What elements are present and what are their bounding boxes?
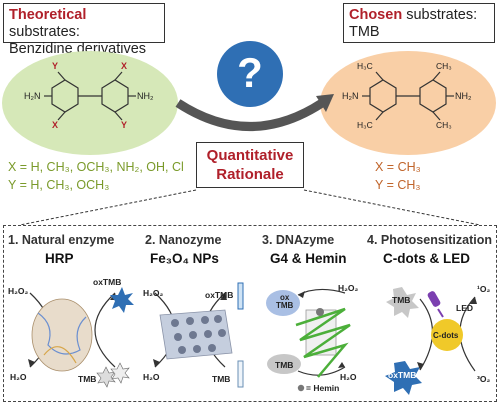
right-me-tr: CH₃ (436, 61, 452, 71)
panel-4-sub: C-dots & LED (383, 251, 470, 266)
panel-1-br: TMB (78, 374, 97, 384)
panel-3-sub: G4 & Hemin (270, 251, 347, 266)
theoretical-label-rest: substrates: (9, 24, 80, 40)
left-y-substituents: Y = H, CH₃, OCH₃ (8, 178, 110, 192)
panel-2-tr: oxTMB (205, 290, 234, 300)
panel-3-tr: H₂O₂ (338, 283, 359, 293)
panel-2-sub: Fe₃O₄ NPs (150, 251, 219, 266)
panel-2-tl: H₂O₂ (143, 288, 164, 298)
vial-blue (237, 282, 244, 310)
hemin-legend: = Hemin (306, 383, 340, 393)
panel-3-bl: TMB (275, 360, 294, 370)
panels-drawing (28, 282, 477, 395)
panel-1-title: 1. Natural enzyme (8, 233, 115, 247)
theoretical-substrates-box: Theoretical substrates: Benzidine deriva… (3, 3, 165, 57)
quantitative-rationale-box: Quantitative Rationale (196, 142, 304, 188)
panel-1-sub: HRP (45, 251, 74, 266)
panel-3-br: H₂O (340, 372, 357, 382)
panel-4-bl: oxTMB (388, 370, 417, 380)
methods-panel (3, 225, 497, 402)
vial-clear (237, 360, 244, 388)
left-amine-left: H₂N (24, 91, 41, 101)
panel-1-tl: H₂O₂ (8, 286, 29, 296)
left-molecule (44, 71, 136, 121)
chosen-line2: TMB (349, 24, 380, 40)
curved-arrow (175, 99, 325, 131)
tmb-star-2 (110, 362, 130, 384)
left-molecule-ellipse (2, 51, 178, 155)
right-me-br: CH₃ (436, 120, 452, 130)
cdots-circle (431, 319, 463, 351)
curved-arrow-head (316, 94, 334, 112)
left-x-top: X (121, 61, 128, 71)
right-molecule (362, 71, 454, 121)
dashed-line-left (19, 189, 197, 225)
panel-2-br: TMB (212, 374, 231, 384)
question-mark: ? (237, 49, 263, 96)
rationale-line2: Rationale (216, 166, 284, 183)
cdots-label: C-dots (433, 331, 459, 340)
question-circle (217, 41, 283, 107)
left-x-substituents: X = H, CH₃, OCH₃, NH₂, OH, Cl (8, 160, 184, 174)
chosen-label: Chosen (349, 7, 403, 23)
panel-1-tr: oxTMB (93, 277, 122, 287)
hrp-protein (31, 298, 93, 372)
right-molecule-ellipse (320, 51, 496, 155)
right-me-tl: H₃C (357, 61, 373, 71)
panel-4-title: 4. Photosensitization (367, 233, 493, 247)
oxtmb-star-panel4 (385, 361, 422, 395)
panel-1-bl: H₂O (10, 372, 27, 382)
panel-3-drawing (266, 288, 351, 392)
panel-2-drawing (153, 282, 244, 388)
right-y-substituents: Y = CH₃ (375, 178, 421, 192)
top-diagram (2, 41, 496, 225)
panel-4-tl: TMB (392, 295, 411, 305)
left-x-bottom: X (52, 120, 59, 130)
chosen-label-rest: substrates: (402, 7, 478, 23)
panel-3-title: 3. DNAzyme (262, 233, 335, 247)
panel-2-title: 2. Nanozyme (145, 233, 222, 247)
oxtmb-bubble (266, 290, 300, 316)
right-me-bl: H₃C (357, 120, 373, 130)
hemin-dot (297, 384, 305, 392)
led-label: LED (456, 303, 473, 313)
right-amine-right: NH₂ (455, 91, 472, 101)
oxtmb-star (110, 287, 134, 313)
chosen-substrates-box: Chosen substrates: TMB (343, 3, 495, 43)
dashed-line-right (303, 189, 481, 225)
panel-2-bl: H₂O (143, 372, 160, 382)
left-y-bottom: Y (121, 120, 128, 130)
rationale-line1: Quantitative (206, 147, 294, 164)
panel-4-br: ³O₂ (477, 374, 491, 384)
led-bulb (427, 291, 441, 307)
tmb-star-panel4 (386, 287, 419, 318)
right-x-substituents: X = CH₃ (375, 160, 421, 174)
panel-4-tr: ¹O₂ (477, 284, 491, 294)
tmb-bubble (267, 354, 301, 374)
panel-4-drawing (385, 287, 477, 395)
left-y-top: Y (52, 61, 59, 71)
right-amine-left: H₂N (342, 91, 359, 101)
left-amine-right: NH₂ (137, 91, 154, 101)
panel-1-drawing (28, 287, 134, 388)
theoretical-label: Theoretical (9, 7, 87, 23)
dna-strand (295, 307, 351, 378)
